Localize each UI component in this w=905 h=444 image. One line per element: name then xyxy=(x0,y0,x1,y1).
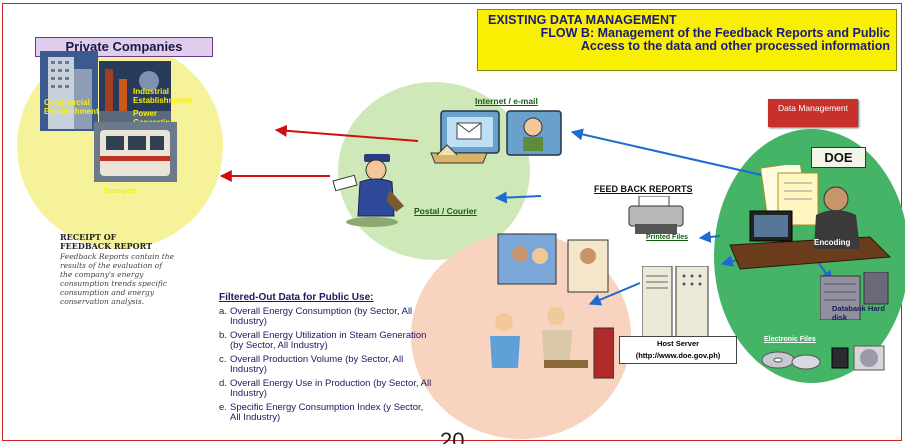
public-use-list: Filtered-Out Data for Public Use: a.Over… xyxy=(219,292,432,435)
item-text: Overall Energy Use in Production (by Sec… xyxy=(230,378,432,399)
title-box: EXISTING DATA MANAGEMENT FLOW B: Managem… xyxy=(477,9,897,71)
arrow-doe-to-email xyxy=(570,128,767,177)
item-text: Specific Energy Consumption Index (y Sec… xyxy=(230,402,424,423)
item-text: Overall Production Volume (by Sector, Al… xyxy=(230,354,404,375)
arrow-printed-from-doe xyxy=(698,230,721,243)
item-key: e. xyxy=(219,402,227,413)
arrow-email-to-companies xyxy=(274,124,419,142)
printer-icon xyxy=(625,195,687,236)
server-icon xyxy=(641,265,710,339)
item-text: Overall Energy Consumption (by Sector, A… xyxy=(230,306,413,327)
receipt-body: Feedback Reports contain the results of … xyxy=(60,252,175,306)
host-server-box: Host Server (http://www.doe.gov.ph) xyxy=(619,336,737,364)
tram-icon xyxy=(94,122,177,182)
list-item: b.Overall Energy Utilization in Steam Ge… xyxy=(219,331,432,351)
item-key: d. xyxy=(219,378,227,389)
item-text: Overall Energy Utilization in Steam Gene… xyxy=(230,330,427,351)
arrow-server-to-public xyxy=(588,282,641,306)
transport-label: Transport xyxy=(104,188,137,195)
data-management-box: Data Management xyxy=(768,99,858,127)
receipt-title: RECEIPT OF FEEDBACK REPORT xyxy=(60,232,153,251)
page-number: 20 xyxy=(440,428,465,444)
list-item: a.Overall Energy Consumption (by Sector,… xyxy=(219,307,432,327)
printed-files-label: Printed Files xyxy=(646,234,689,241)
encoding-label: Encoding xyxy=(814,238,851,247)
industrial-label: Industrial Establishments xyxy=(133,87,193,105)
postal-courier-label: Postal / Courier xyxy=(414,206,477,216)
arrow-doe-to-postal xyxy=(494,191,542,204)
databank-label: Databank Hard disk xyxy=(832,304,885,322)
list-item: d.Overall Energy Use in Production (by S… xyxy=(219,379,432,399)
internet-email-label: Internet / e-mail xyxy=(475,96,538,106)
office-worker-icon xyxy=(720,161,895,275)
disk-icon xyxy=(760,344,890,374)
item-key: c. xyxy=(219,354,227,365)
postman-icon xyxy=(330,150,410,230)
host-server-label: Host Server xyxy=(656,339,700,348)
public-users-icon xyxy=(484,232,615,392)
mail-computer-icon xyxy=(427,105,567,167)
databank-icon xyxy=(819,271,890,321)
commercial-label: Commercial Establishments xyxy=(44,98,104,116)
doe-label: DOE xyxy=(811,147,866,168)
building-icon xyxy=(40,51,98,131)
title-main: EXISTING DATA MANAGEMENT xyxy=(488,13,677,27)
host-server-url: (http://www.doe.gov.ph) xyxy=(635,351,721,360)
electronic-files-label: Electronic Files xyxy=(764,336,816,343)
list-item: e.Specific Energy Consumption Index (y S… xyxy=(219,403,432,423)
item-key: a. xyxy=(219,306,227,317)
feedback-reports-label: FEED BACK REPORTS xyxy=(594,184,693,194)
item-key: b. xyxy=(219,330,227,341)
title-sub: FLOW B: Management of the Feedback Repor… xyxy=(540,26,890,53)
public-use-title: Filtered-Out Data for Public Use: xyxy=(219,292,374,303)
list-item: c.Overall Production Volume (by Sector, … xyxy=(219,355,432,375)
